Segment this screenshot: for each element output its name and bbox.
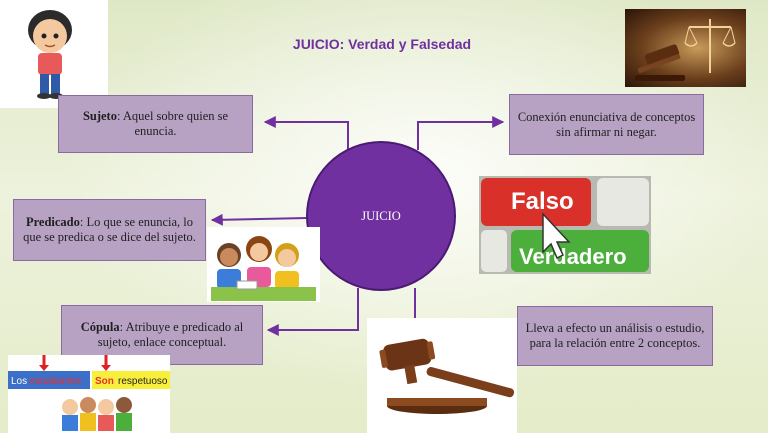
sujeto-term: Sujeto	[82, 109, 117, 123]
copula-term: Cópula	[80, 320, 120, 334]
gavel-illustration	[367, 318, 517, 433]
banner-word-los: Los	[11, 376, 27, 387]
slide-title: JUICIO: Verdad y Falsedad	[292, 36, 472, 52]
cursor-hand-icon	[542, 212, 571, 260]
analisis-box: Lleva a efecto un análisis o estudio, pa…	[517, 306, 713, 366]
juicio-center-label: JUICIO	[361, 208, 401, 223]
conexion-box: Conexión enunciativa de conceptos sin af…	[509, 94, 704, 155]
predicado-box: Predicado: Lo que se enuncia, lo que se …	[13, 199, 206, 261]
line-to-conexion	[417, 116, 505, 150]
boy-illustration	[0, 0, 108, 108]
line-to-copula	[266, 288, 359, 336]
keyboard-falso-verdadero-photo: Falso Verdadero	[479, 176, 651, 274]
line-to-predicado	[210, 213, 308, 226]
conexion-text: Conexión enunciativa de conceptos sin af…	[517, 109, 696, 139]
line-to-sujeto	[263, 116, 349, 150]
falso-key-label: Falso	[511, 188, 574, 215]
gavel-scales-photo	[625, 9, 746, 87]
predicado-definition: : Lo que se enuncia, lo que se predica o…	[23, 215, 196, 244]
children-studying-illustration	[207, 227, 320, 302]
predicado-term: Predicado	[25, 215, 80, 229]
banner-word-estudiantes: estudiantes	[30, 376, 81, 387]
sujeto-box: Sujeto: Aquel sobre quien se enuncia.	[58, 95, 253, 153]
sujeto-definition: : Aquel sobre quien se enuncia.	[116, 109, 229, 138]
verdadero-key-label: Verdadero	[519, 244, 627, 269]
banner-word-respetuoso: respetuoso	[118, 376, 168, 387]
classroom-banner-illustration: Los estudiantes Son respetuoso	[8, 355, 170, 433]
banner-word-son: Son	[95, 376, 114, 387]
analisis-text: Lleva a efecto un análisis o estudio, pa…	[525, 321, 705, 350]
juicio-center-node: JUICIO	[306, 141, 456, 291]
copula-definition: : Atribuye e predicado al sujeto, enlace…	[97, 320, 244, 349]
